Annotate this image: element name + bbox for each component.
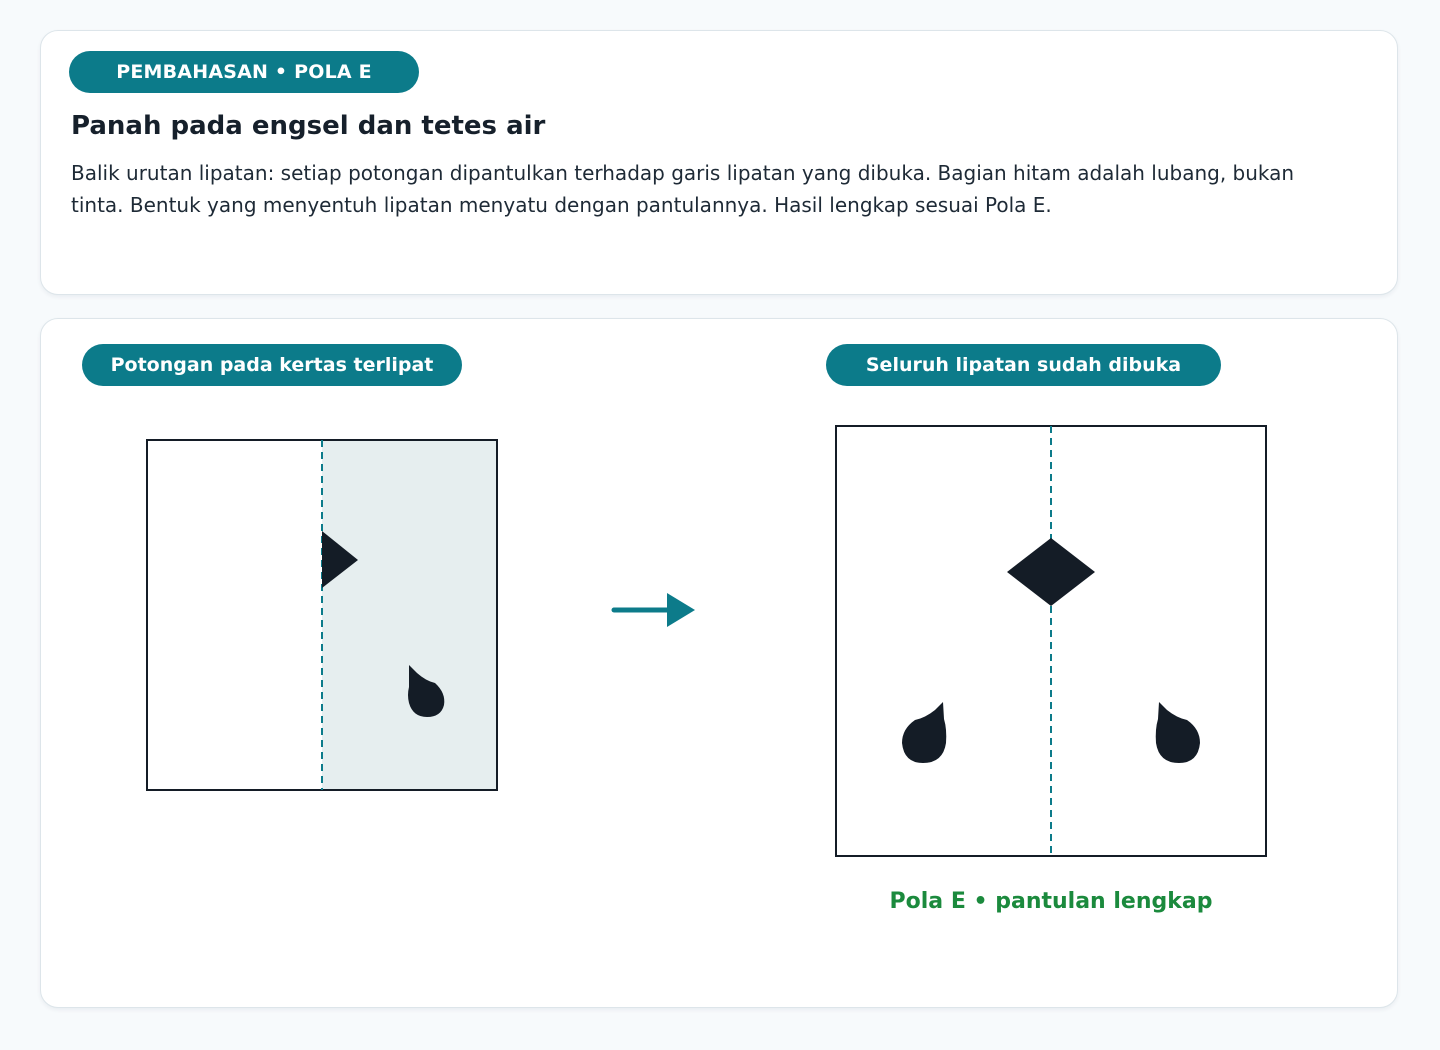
unfolded-paper-label: Seluruh lipatan sudah dibuka xyxy=(826,344,1221,386)
teardrop-hole-left xyxy=(902,702,947,763)
diamond-hole xyxy=(1007,538,1095,606)
triangle-cut xyxy=(322,531,358,588)
folded-flap-shade xyxy=(322,441,496,789)
fold-diagram xyxy=(146,425,1267,857)
teardrop-hole-right xyxy=(1155,702,1200,763)
explanation-title: Panah pada engsel dan tetes air xyxy=(71,111,546,141)
section-badge: PEMBAHASAN • POLA E xyxy=(69,51,419,93)
result-caption: Pola E • pantulan lengkap xyxy=(889,889,1213,914)
arrow-icon xyxy=(611,593,695,627)
explanation-card: PEMBAHASAN • POLA E Panah pada engsel da… xyxy=(40,30,1398,295)
folded-paper-label: Potongan pada kertas terlipat xyxy=(82,344,462,386)
unfolded-paper-sheet xyxy=(835,425,1267,857)
folded-paper xyxy=(146,439,498,791)
explanation-text: Balik urutan lipatan: setiap potongan di… xyxy=(71,161,1295,217)
unfolded-paper xyxy=(835,425,1267,857)
teardrop-cut xyxy=(408,665,445,717)
diagram-card: Potongan pada kertas terlipat Seluruh li… xyxy=(40,318,1398,1008)
